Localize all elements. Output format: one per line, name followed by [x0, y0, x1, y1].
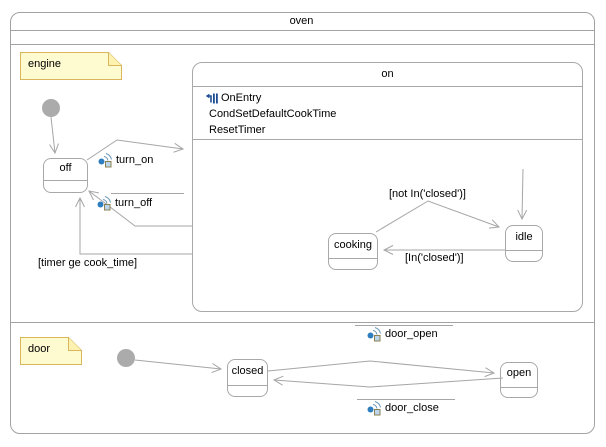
state-closed-label: closed	[231, 365, 264, 377]
state-cooking[interactable]: cooking	[328, 233, 378, 270]
state-off-label: off	[59, 162, 72, 174]
initial-state-door[interactable]	[117, 349, 135, 367]
event-trigger-icon	[97, 196, 111, 211]
region-separator	[10, 322, 594, 323]
state-idle[interactable]: idle	[505, 225, 543, 262]
entry-action-row[interactable]: OnEntry	[193, 90, 582, 106]
state-oven-frame[interactable]	[10, 12, 595, 434]
state-idle-label: idle	[515, 231, 533, 243]
state-off[interactable]: off	[43, 158, 88, 193]
event-trigger-icon	[98, 153, 112, 168]
transition-door-close-text: door_close	[385, 402, 439, 414]
entry-action-2: ResetTimer	[209, 124, 266, 136]
entry-action-row[interactable]: CondSetDefaultCookTime	[193, 106, 582, 122]
state-open[interactable]: open	[500, 362, 538, 398]
note-shape	[20, 52, 122, 80]
note-engine[interactable]: engine	[20, 52, 122, 80]
event-trigger-icon	[367, 401, 381, 416]
transition-label-turn-on[interactable]: turn_on	[98, 152, 153, 168]
state-divider	[228, 385, 267, 386]
oven-title-separator	[10, 30, 594, 31]
guard-in-closed[interactable]: [In('closed')]	[405, 252, 464, 264]
initial-state-engine[interactable]	[42, 99, 60, 117]
entry-action-row[interactable]: ResetTimer	[193, 122, 582, 138]
entry-action-1: CondSetDefaultCookTime	[209, 108, 337, 120]
transition-label-turn-off[interactable]: turn_off	[97, 195, 152, 211]
transition-turn-off-text: turn_off	[115, 197, 153, 209]
state-on-entry-compartment: OnEntry CondSetDefaultCookTime ResetTime…	[193, 87, 582, 140]
state-oven-title: oven	[289, 15, 314, 27]
transition-label-door-open[interactable]: door_open	[367, 326, 438, 342]
state-divider	[329, 258, 377, 259]
state-divider	[501, 387, 537, 388]
state-on-title: on	[193, 63, 582, 87]
guard-timer-ge-cook-time[interactable]: [timer ge cook_time]	[38, 257, 138, 269]
state-divider	[506, 250, 542, 251]
note-engine-label: engine	[28, 58, 62, 70]
state-cooking-label: cooking	[334, 239, 372, 251]
state-divider	[44, 180, 87, 181]
guard-not-in-closed[interactable]: [not In('closed')]	[389, 188, 466, 200]
note-shape	[20, 337, 82, 365]
note-door-label: door	[28, 343, 51, 355]
entry-action-label: OnEntry	[221, 92, 262, 104]
state-closed[interactable]: closed	[227, 359, 268, 397]
transition-door-open-text: door_open	[385, 328, 438, 340]
oven-compartment-separator	[10, 44, 594, 45]
note-door[interactable]: door	[20, 337, 82, 365]
event-trigger-icon	[367, 327, 381, 342]
transition-label-door-close[interactable]: door_close	[367, 400, 439, 416]
entry-action-icon	[205, 93, 218, 103]
transition-turn-on-text: turn_on	[116, 154, 154, 166]
state-open-label: open	[506, 367, 532, 379]
state-on[interactable]: on OnEntry CondSetDefaultCookTime ResetT…	[192, 62, 583, 312]
